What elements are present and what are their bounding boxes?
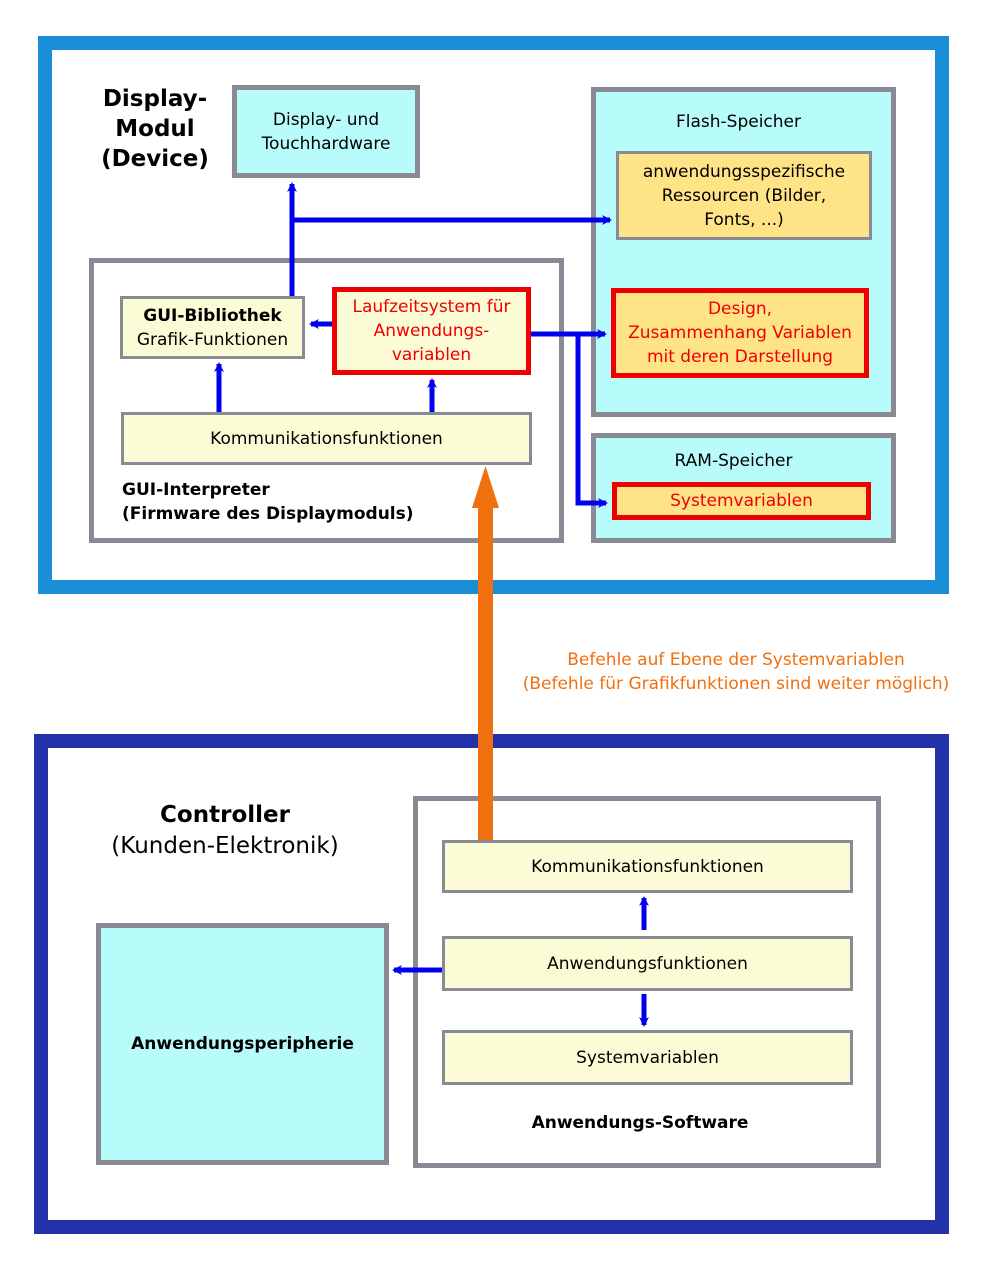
application-peripherals-label: Anwendungsperipherie xyxy=(131,1034,354,1054)
ram-memory-label: RAM-Speicher xyxy=(674,451,793,471)
design-box: Design, Zusammenhang Variablen mit deren… xyxy=(611,288,869,378)
orange-arrow-shaft xyxy=(478,505,493,840)
gui-interpreter-caption-line1: GUI-Interpreter xyxy=(122,480,270,500)
orange-arrow-head xyxy=(472,466,499,508)
device-communication-box: Kommunikationsfunktionen xyxy=(121,412,532,465)
commands-annotation-line2: (Befehle für Grafikfunktionen sind weite… xyxy=(522,674,950,694)
application-functions-box: Anwendungsfunktionen xyxy=(442,936,853,991)
controller-systemvariablen-box: Systemvariablen xyxy=(442,1030,853,1085)
device-communication-label: Kommunikationsfunktionen xyxy=(210,428,443,449)
controller-subtitle: (Kunden-Elektronik) xyxy=(111,833,339,859)
resources-box: anwendungsspezifische Ressourcen (Bilder… xyxy=(616,151,872,240)
arrow-runtime-to-ram xyxy=(531,331,608,508)
gui-library-subtitle: Grafik-Funktionen xyxy=(136,329,289,350)
resources-line2: Ressourcen (Bilder, xyxy=(661,185,827,206)
gui-library-box: GUI-Bibliothek Grafik-Funktionen xyxy=(120,296,305,359)
resources-line1: anwendungsspezifische xyxy=(642,161,846,182)
orange-command-arrow xyxy=(472,466,499,840)
commands-annotation-line1: Befehle auf Ebene der Systemvariablen xyxy=(567,650,905,670)
application-functions-label: Anwendungsfunktionen xyxy=(547,953,748,974)
gui-library-title: GUI-Bibliothek xyxy=(143,305,282,326)
application-software-box xyxy=(413,796,881,1168)
runtime-line3: variablen xyxy=(391,345,472,365)
device-title-line1: Display- xyxy=(102,86,208,112)
runtime-line2: Anwendungs- xyxy=(373,321,490,341)
display-touch-hardware-box: Display- und Touchhardware xyxy=(232,85,420,178)
flash-memory-label: Flash-Speicher xyxy=(675,112,802,132)
display-hw-line1: Display- und xyxy=(272,109,380,130)
runtime-system-box: Laufzeitsystem für Anwendungs- variablen xyxy=(332,287,531,375)
controller-communication-box: Kommunikationsfunktionen xyxy=(442,840,853,893)
commands-annotation: Befehle auf Ebene der Systemvariablen (B… xyxy=(496,648,976,696)
application-software-caption: Anwendungs-Software xyxy=(531,1113,749,1133)
gui-interpreter-caption-line2: (Firmware des Displaymoduls) xyxy=(122,504,414,524)
ram-systemvariablen-label: Systemvariablen xyxy=(670,491,813,511)
resources-line3: Fonts, ...) xyxy=(704,209,784,230)
controller-systemvariablen-label: Systemvariablen xyxy=(576,1047,719,1068)
controller-title: Controller xyxy=(160,802,290,828)
application-peripherals-box: Anwendungsperipherie xyxy=(96,923,389,1165)
device-title-line2: Modul xyxy=(115,116,195,142)
design-line2: Zusammenhang Variablen xyxy=(628,323,852,343)
gui-interpreter-caption: GUI-Interpreter (Firmware des Displaymod… xyxy=(122,478,522,526)
device-module-frame xyxy=(38,36,949,594)
runtime-line1: Laufzeitsystem für xyxy=(352,297,511,317)
design-line1: Design, xyxy=(707,299,773,319)
design-line3: mit deren Darstellung xyxy=(646,347,834,367)
controller-frame xyxy=(34,734,949,1234)
device-module-title: Display- Modul (Device) xyxy=(80,84,230,174)
gui-interpreter-box xyxy=(89,258,564,543)
device-title-line3: (Device) xyxy=(101,146,209,172)
display-hw-line2: Touchhardware xyxy=(261,133,391,154)
controller-communication-label: Kommunikationsfunktionen xyxy=(531,856,764,877)
ram-systemvariablen-box: Systemvariablen xyxy=(612,482,871,520)
